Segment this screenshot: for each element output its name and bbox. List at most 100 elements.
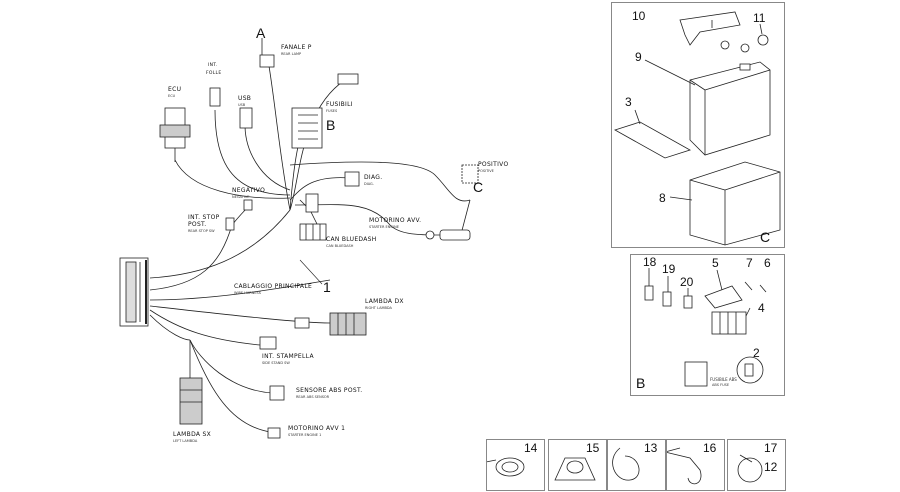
lambda-dx-connector — [294, 312, 367, 336]
abs-sensor-connector — [269, 385, 285, 401]
label-can-bluedash-sub: CAN BLUEDASH — [326, 244, 354, 248]
panel-c-box — [611, 2, 785, 248]
starter-terminal — [425, 229, 471, 241]
wire-abs — [189, 339, 273, 394]
label-int-stop-post: POST. — [188, 221, 207, 228]
label-motorino-avv-1-sub: STARTER ENGINE 1 — [288, 433, 322, 437]
label-usb-sub: USB — [238, 103, 246, 107]
ref-12: 12 — [764, 460, 778, 474]
wire-lambda-dx — [149, 305, 331, 324]
stampella-connector — [259, 336, 277, 350]
label-ecu-sub: ECU — [168, 94, 176, 98]
label-lambda-dx-sub: RIGHT LAMBDA — [365, 306, 392, 310]
folle-connector — [209, 87, 221, 107]
wire-trunk-upper — [149, 209, 291, 279]
label-motorino-avv-sub: STARTER ENGINE — [369, 225, 399, 229]
can-connector — [299, 193, 327, 241]
ref-3: 3 — [625, 95, 632, 109]
top-plug — [337, 73, 359, 85]
label-usb: USB — [238, 95, 252, 102]
int-stop-connector — [225, 217, 235, 231]
ref-10: 10 — [632, 9, 646, 23]
ref-5: 5 — [712, 256, 719, 270]
clip-box-15 — [548, 439, 607, 491]
clip-box-17 — [727, 439, 786, 491]
label-can-bluedash: CAN BLUEDASH — [326, 236, 377, 243]
wire-usb — [244, 124, 291, 191]
fuse-box-b — [291, 107, 323, 149]
label-cablaggio-sub: WIRE HARNESS — [234, 291, 261, 295]
fanale-connector — [259, 54, 275, 68]
label-lambda-sx: LAMBDA SX — [173, 431, 212, 438]
label-fusibili-sub: FUSES — [326, 109, 338, 113]
panel-c-letter: C — [760, 229, 771, 245]
ref-15: 15 — [586, 441, 600, 455]
letter-c: C — [473, 179, 484, 195]
label-abs-fuse: FUSIBILE ABS — [710, 377, 737, 382]
battery-drawing — [614, 11, 781, 246]
positivo-connector — [461, 164, 479, 184]
clip-box-13 — [607, 439, 666, 491]
label-fanale-p: FANALE P — [281, 44, 312, 51]
ref-14: 14 — [524, 441, 538, 455]
wire-folle — [214, 109, 291, 196]
label-lambda-dx: LAMBDA DX — [365, 298, 404, 305]
ref-20: 20 — [680, 275, 694, 289]
label-cablaggio: CABLAGGIO PRINCIPALE — [234, 283, 313, 290]
label-negativo: NEGATIVO — [232, 187, 266, 194]
ref-16: 16 — [703, 441, 717, 455]
ref-11: 11 — [753, 11, 766, 25]
ref-9: 9 — [635, 50, 642, 64]
wire-motorino-avv — [294, 204, 441, 236]
ecu-connector — [159, 107, 191, 162]
label-negativo-sub: NEGATIVE — [232, 195, 250, 199]
label-int-stop-sub: REAR STOP SW — [188, 229, 215, 233]
clip-box-16 — [666, 439, 725, 491]
lambda-sx-connector — [179, 340, 203, 425]
label-sensore-abs: SENSORE ABS POST. — [296, 387, 363, 394]
wire-int-stop — [149, 224, 233, 291]
wire-stampella — [149, 309, 261, 346]
label-motorino-avv-1: MOTORINO AVV 1 — [288, 425, 346, 432]
wire-positivo — [289, 161, 471, 202]
label-ecu: ECU — [168, 86, 182, 93]
ref-17: 17 — [764, 441, 778, 455]
letter-b: B — [326, 117, 336, 133]
ref-4: 4 — [758, 301, 765, 315]
clip-box-14 — [486, 439, 545, 491]
label-int-stop: INT. STOP — [188, 214, 220, 221]
label-folle: FOLLE — [206, 71, 222, 76]
ref-7: 7 — [746, 256, 753, 270]
fusebox-drawing — [644, 268, 767, 387]
label-sensore-abs-sub: REAR ABS SENSOR — [296, 395, 330, 399]
letter-a: A — [256, 25, 266, 41]
label-positivo: POSITIVO — [478, 161, 509, 168]
ref-6: 6 — [764, 256, 771, 270]
label-int-stampella: INT. STAMPELLA — [262, 353, 314, 360]
motorino-1-connector — [267, 427, 281, 439]
label-diag: DIAG. — [364, 174, 383, 181]
diag-connector — [344, 171, 360, 187]
label-fusibili: FUSIBILI — [326, 101, 353, 108]
label-diag-sub: DIAG. — [364, 182, 374, 186]
panel-b-box — [630, 254, 785, 396]
ref-19: 19 — [662, 262, 676, 276]
ref-8: 8 — [659, 191, 666, 205]
panel-b-letter: B — [636, 375, 646, 391]
label-positivo-sub: POSITIVE — [478, 169, 494, 173]
label-abs-fuse-sub: ABS FUSE — [712, 383, 730, 387]
ref-1: 1 — [323, 279, 331, 295]
wire-ecu — [174, 159, 291, 199]
label-int-folle: INT. — [208, 63, 218, 68]
ref-18: 18 — [643, 255, 657, 269]
label-int-stampella-sub: SIDE STAND SW — [262, 361, 290, 365]
wire-diag — [289, 177, 351, 201]
wire-lambda-sx — [149, 314, 191, 341]
ref-13: 13 — [644, 441, 658, 455]
wire-trunk-main — [149, 279, 331, 301]
label-fanale-p-sub: REAR LAMP — [281, 52, 302, 56]
clips-drawing — [485, 447, 763, 485]
ref-2: 2 — [753, 346, 760, 360]
